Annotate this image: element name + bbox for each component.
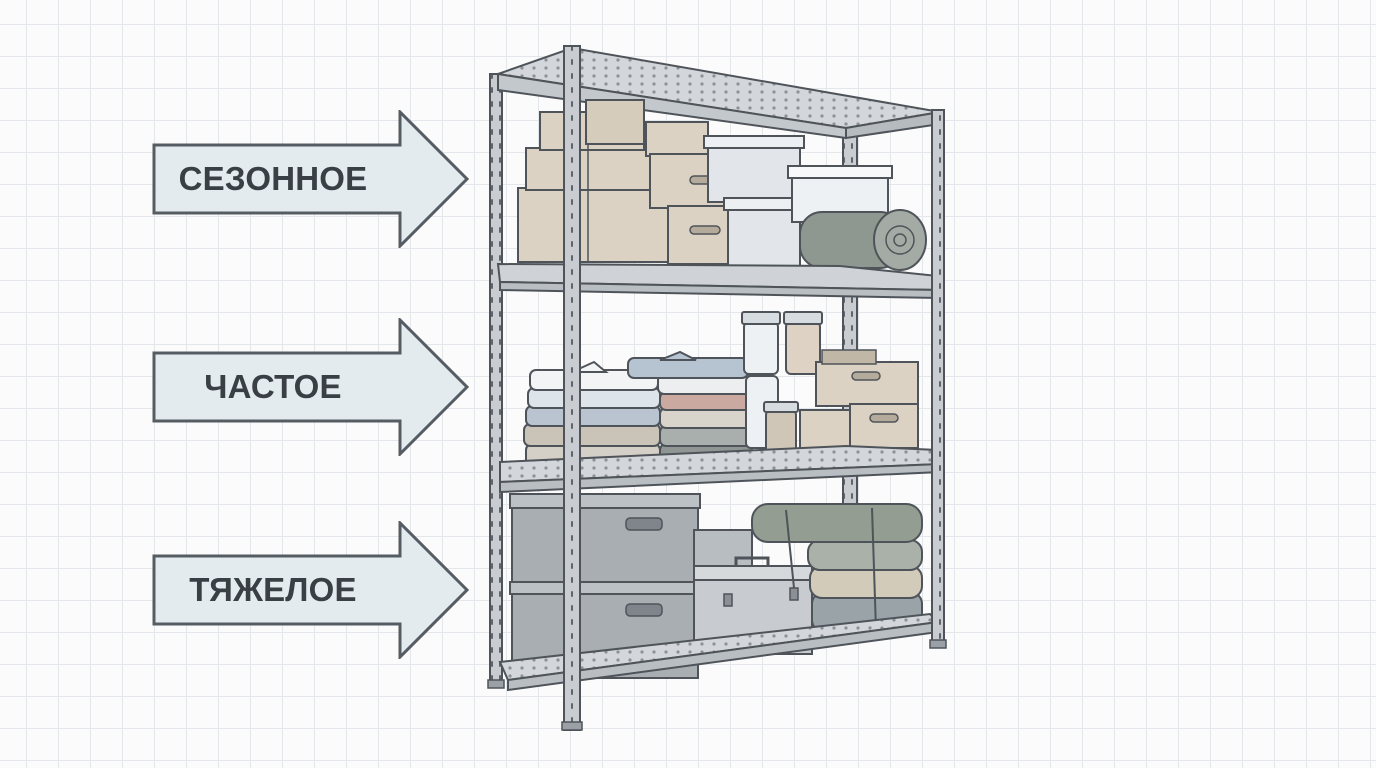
front-posts xyxy=(487,45,947,731)
seasonal-arrow: СЕЗОННОЕ xyxy=(152,110,470,248)
middle-shelf xyxy=(496,262,942,300)
right-arrow-icon xyxy=(152,521,470,659)
frequent-items xyxy=(523,311,919,467)
seasonal-items xyxy=(517,99,927,271)
top-shelf xyxy=(497,46,941,140)
heavy-label: ТЯЖЕЛОЕ xyxy=(189,571,357,608)
shelving-unit-illustration xyxy=(487,45,947,731)
seasonal-label: СЕЗОННОЕ xyxy=(178,160,368,197)
right-arrow-icon xyxy=(152,318,470,456)
right-arrow-icon xyxy=(152,110,470,248)
frequent-label: ЧАСТОЕ xyxy=(204,368,342,405)
heavy-arrow: ТЯЖЕЛОЕ xyxy=(152,521,470,659)
frequent-arrow: ЧАСТОЕ xyxy=(152,318,470,456)
